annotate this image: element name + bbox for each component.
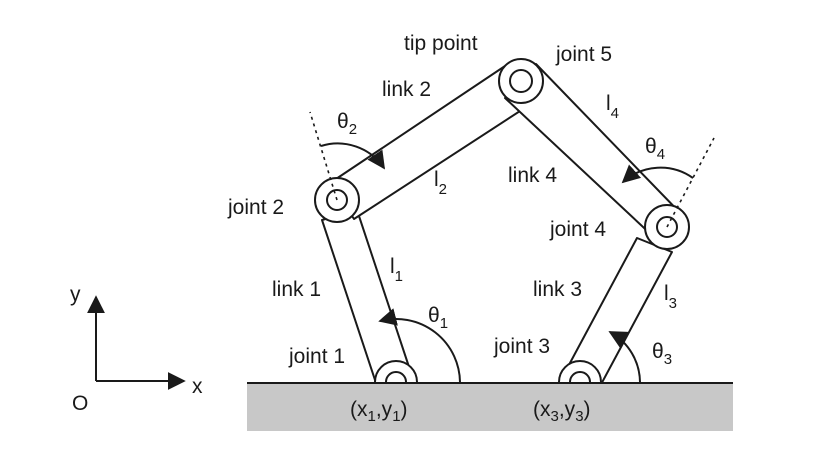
base-coord-left: (x1,y1) (350, 398, 408, 425)
joint-2-label: joint 2 (227, 196, 284, 219)
link-2-label: link 2 (382, 78, 431, 101)
ground-block (247, 383, 733, 431)
theta-4-arc (621, 164, 694, 184)
theta-1-label: θ1 (428, 304, 448, 332)
origin-label: O (72, 392, 88, 415)
y-axis-label: y (70, 283, 81, 306)
theta-3-arc (608, 331, 642, 384)
link-4-label: link 4 (508, 164, 557, 187)
joint-3-label: joint 3 (493, 335, 550, 358)
joint-5-pin (498, 58, 544, 104)
length-l4-label: l4 (606, 92, 619, 122)
length-l1-label: l1 (390, 255, 403, 285)
length-l2-label: l2 (434, 168, 447, 198)
x-axis-label: x (192, 375, 203, 398)
theta-3-label: θ3 (652, 340, 672, 368)
theta-2-arc (320, 142, 386, 170)
joint-5-label: joint 5 (555, 43, 612, 66)
base-coord-right: (x3,y3) (533, 398, 591, 425)
link-3-extension-line (666, 137, 715, 228)
tip-point-label: tip point (404, 32, 478, 55)
length-l3-label: l3 (664, 282, 677, 312)
link-1-extension-line (309, 111, 338, 201)
link-1-label: link 1 (272, 278, 321, 301)
joint-4-label: joint 4 (549, 218, 606, 241)
joint-1-label: joint 1 (288, 345, 345, 368)
link-3-label: link 3 (533, 278, 582, 301)
theta-1-arc (378, 308, 461, 384)
theta-4-label: θ4 (645, 135, 665, 163)
theta-2-label: θ2 (337, 110, 357, 138)
